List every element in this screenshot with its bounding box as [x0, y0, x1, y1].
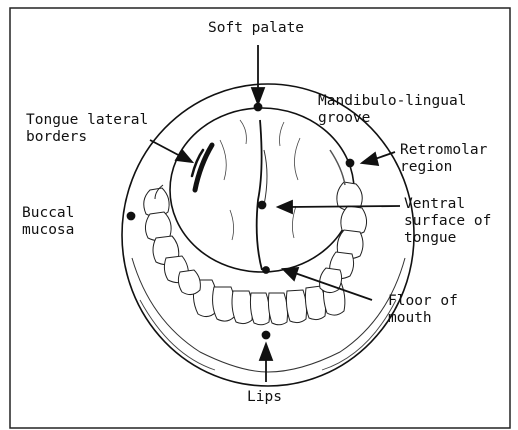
- label-floor-of-mouth: Floor of mouth: [388, 293, 458, 327]
- label-soft-palate: Soft palate: [208, 20, 304, 37]
- label-mandibulo-lingual-groove: Mandibulo-lingual groove: [318, 93, 466, 127]
- label-tongue-lateral-borders: Tongue lateral borders: [26, 112, 148, 146]
- label-lips: Lips: [247, 389, 282, 406]
- label-buccal-mucosa: Buccal mucosa: [22, 205, 74, 239]
- label-ventral-surface-of-tongue: Ventral surface of tongue: [404, 196, 491, 247]
- label-retromolar-region: Retromolar region: [400, 142, 487, 176]
